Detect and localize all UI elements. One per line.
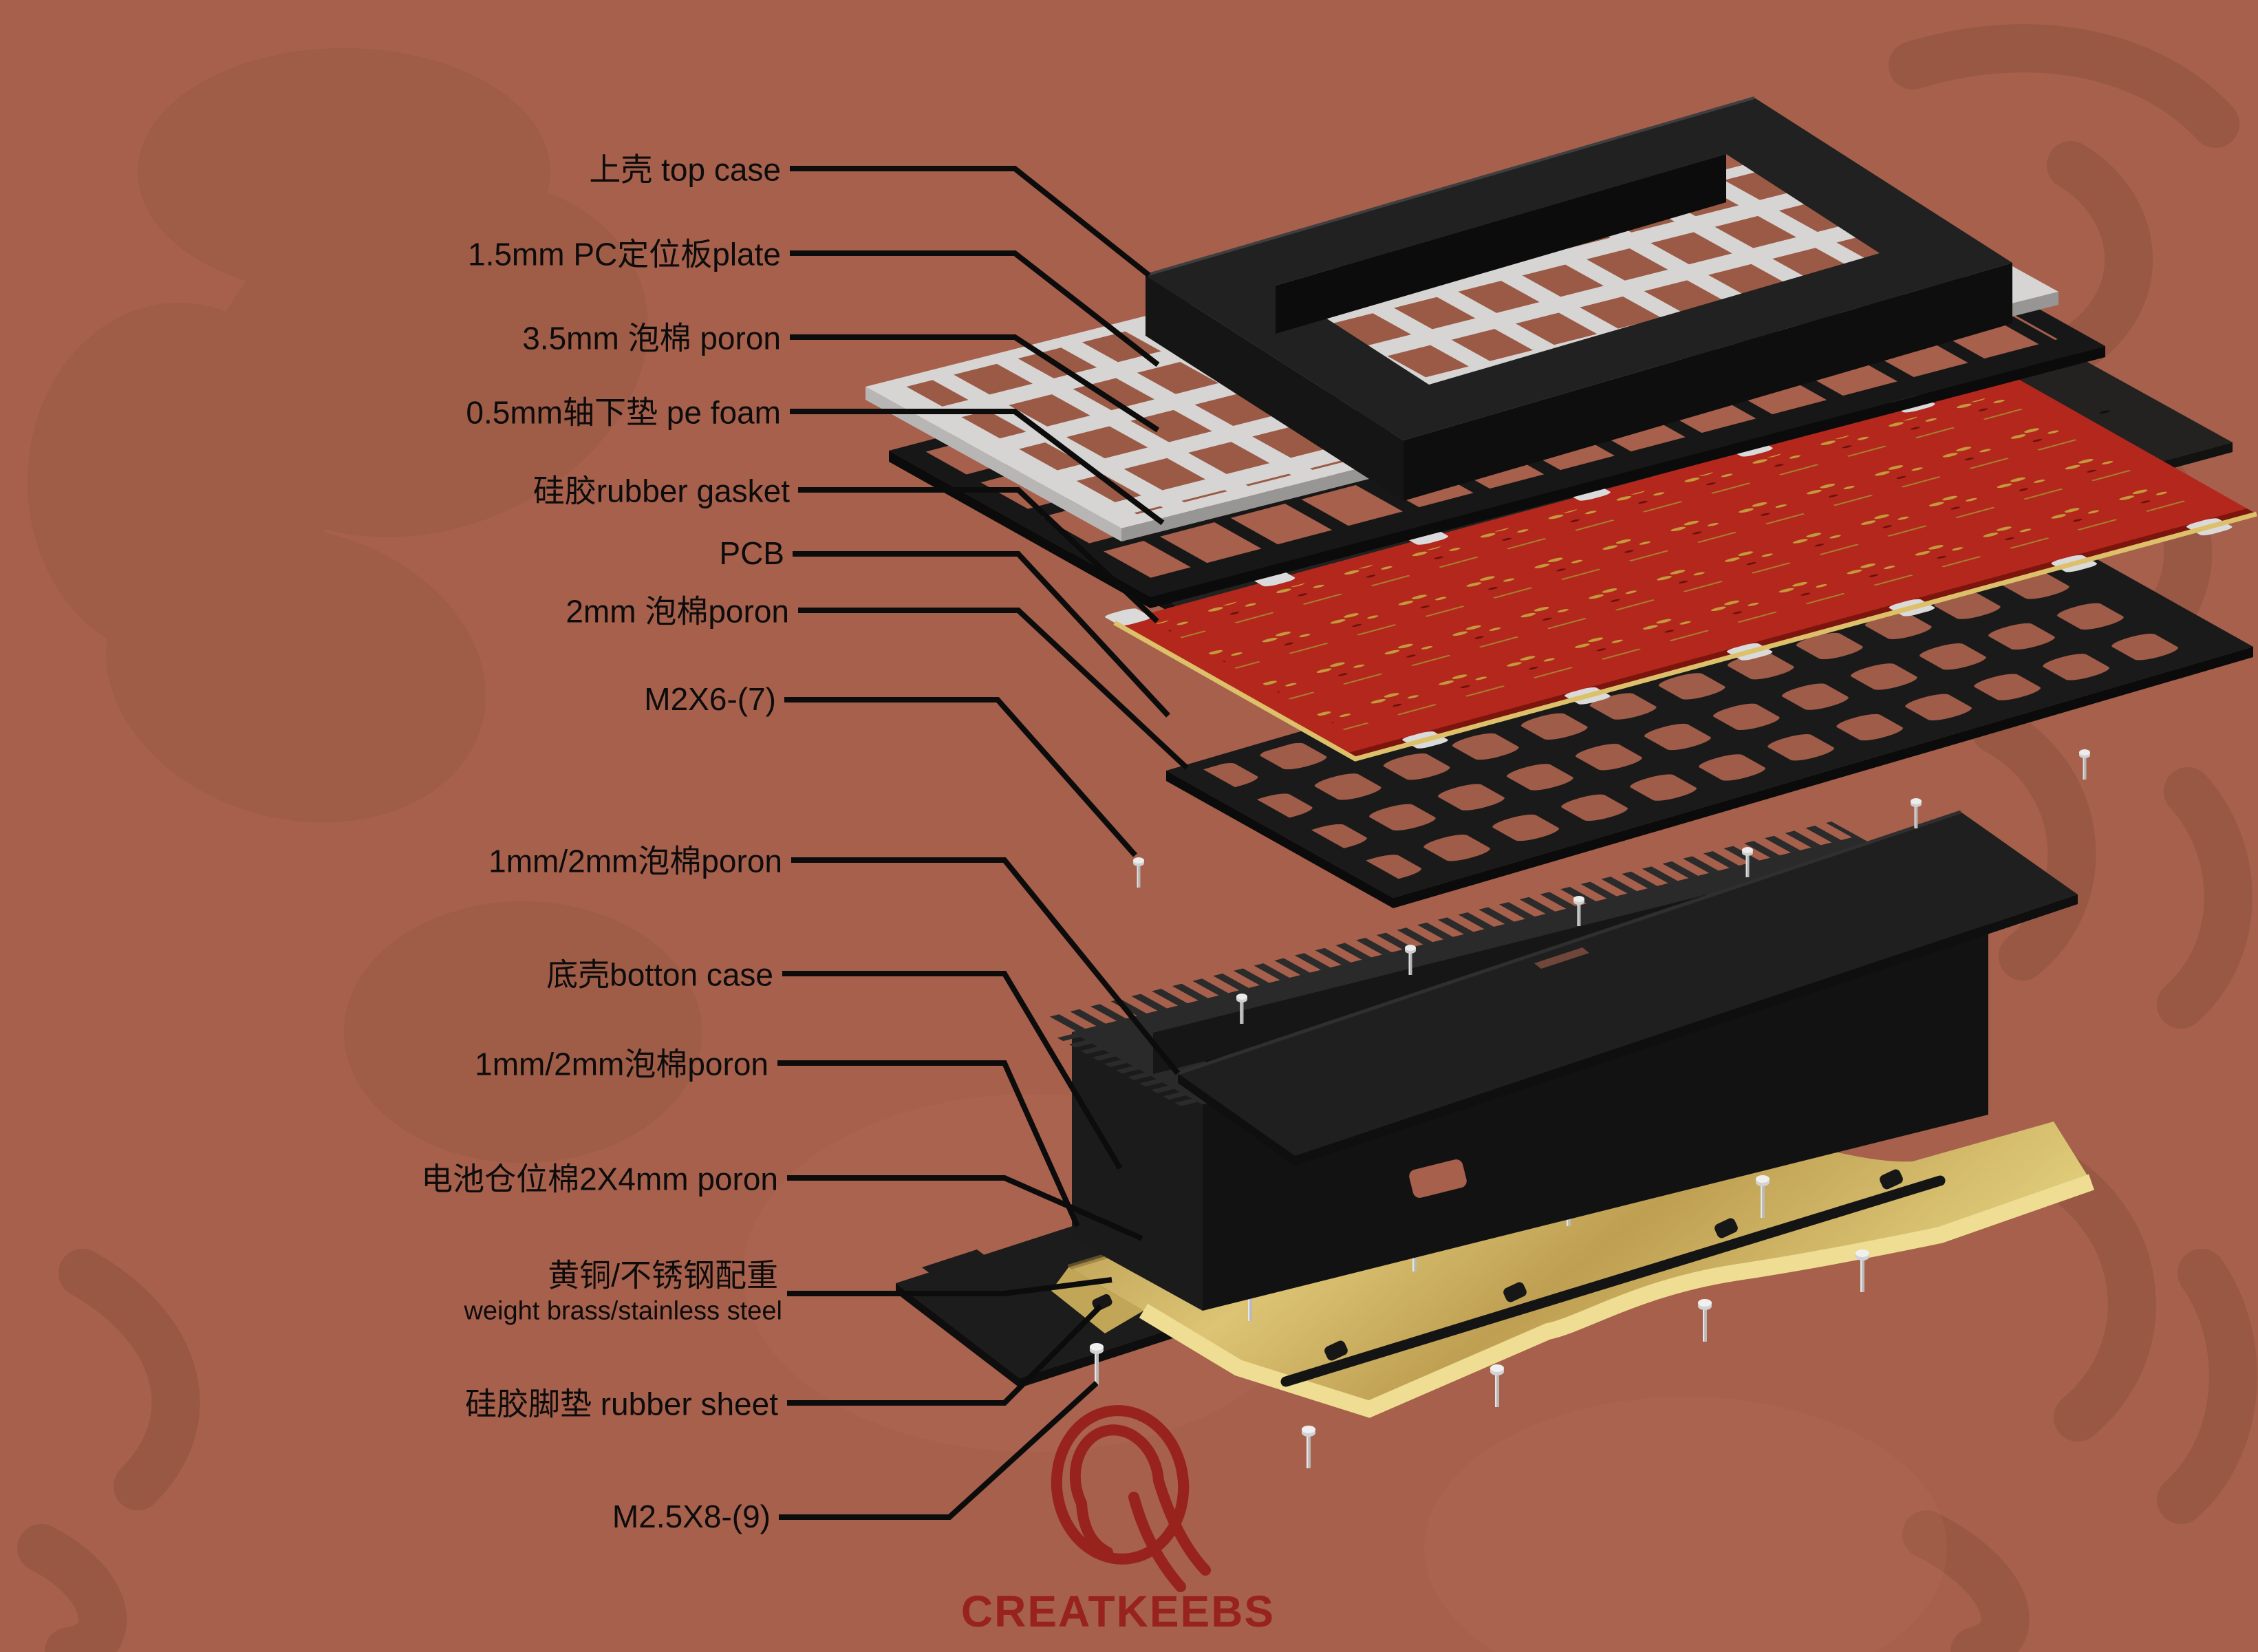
label-m2-5x8-screws: M2.5X8-(9) xyxy=(612,1498,771,1534)
leader-line-top-case xyxy=(790,166,1151,278)
creatkeebs-logo-text: CREATKEEBS xyxy=(960,1587,1276,1636)
label-m2x6-screws: M2X6-(7) xyxy=(644,680,776,717)
label-rubber-gasket: 硅胶rubber gasket xyxy=(533,473,790,509)
poron-2mm-illustration xyxy=(1166,519,2253,908)
watermark-blobs xyxy=(28,48,702,1163)
label-pe-foam: 0.5mm轴下垫 pe foam xyxy=(466,394,781,431)
leader-line-pcb xyxy=(793,551,1170,718)
label-weight-zh: 黄铜/不锈钢配重 xyxy=(548,1257,778,1294)
leader-line-rubber-gasket xyxy=(798,487,1159,623)
label-plate: 1.5mm PC定位板plate xyxy=(467,236,781,272)
leader-line-pe-foam xyxy=(790,409,1165,526)
poron-upper-sheet-illustration xyxy=(1177,810,2078,1166)
leader-line-battery-foam xyxy=(787,1175,1143,1241)
leader-line-bottom-case xyxy=(782,971,1123,1170)
leader-line-weight-zh xyxy=(787,1277,1112,1296)
leader-line-poron-1mm-2mm-upper xyxy=(791,857,1181,1075)
leader-line-m2-5x8-screws xyxy=(779,1381,1099,1520)
leader-line-rubber-sheet xyxy=(787,1304,1103,1406)
label-weight-en: weight brass/stainless steel xyxy=(464,1296,782,1326)
leader-line-poron-1mm-2mm-lower xyxy=(777,1060,1080,1227)
creatkeebs-logo-icon xyxy=(1051,1405,1211,1592)
label-bottom-case: 底壳botton case xyxy=(546,956,773,993)
label-poron-1mm-2mm-upper: 1mm/2mm泡棉poron xyxy=(488,843,782,879)
top-case-illustration xyxy=(1145,96,2012,501)
label-poron-3-5mm: 3.5mm 泡棉 poron xyxy=(522,320,781,356)
label-poron-2mm: 2mm 泡棉poron xyxy=(566,593,789,630)
label-battery-foam: 电池仓位棉2X4mm poron xyxy=(421,1161,778,1197)
label-top-case: 上壳 top case xyxy=(589,151,781,188)
leader-line-poron-2mm xyxy=(798,608,1189,770)
pcb-illustration xyxy=(1105,378,2257,762)
rubber-sheet-illustration xyxy=(1092,1169,1946,1387)
label-pcb: PCB xyxy=(719,535,784,571)
leader-line-poron-3-5mm xyxy=(790,334,1160,433)
label-poron-1mm-2mm-lower: 1mm/2mm泡棉poron xyxy=(475,1046,768,1082)
leader-line-m2x6-screws xyxy=(784,697,1137,857)
leader-lines xyxy=(777,166,1189,1520)
label-rubber-sheet: 硅胶脚垫 rubber sheet xyxy=(464,1386,778,1422)
leader-line-plate xyxy=(790,250,1160,367)
